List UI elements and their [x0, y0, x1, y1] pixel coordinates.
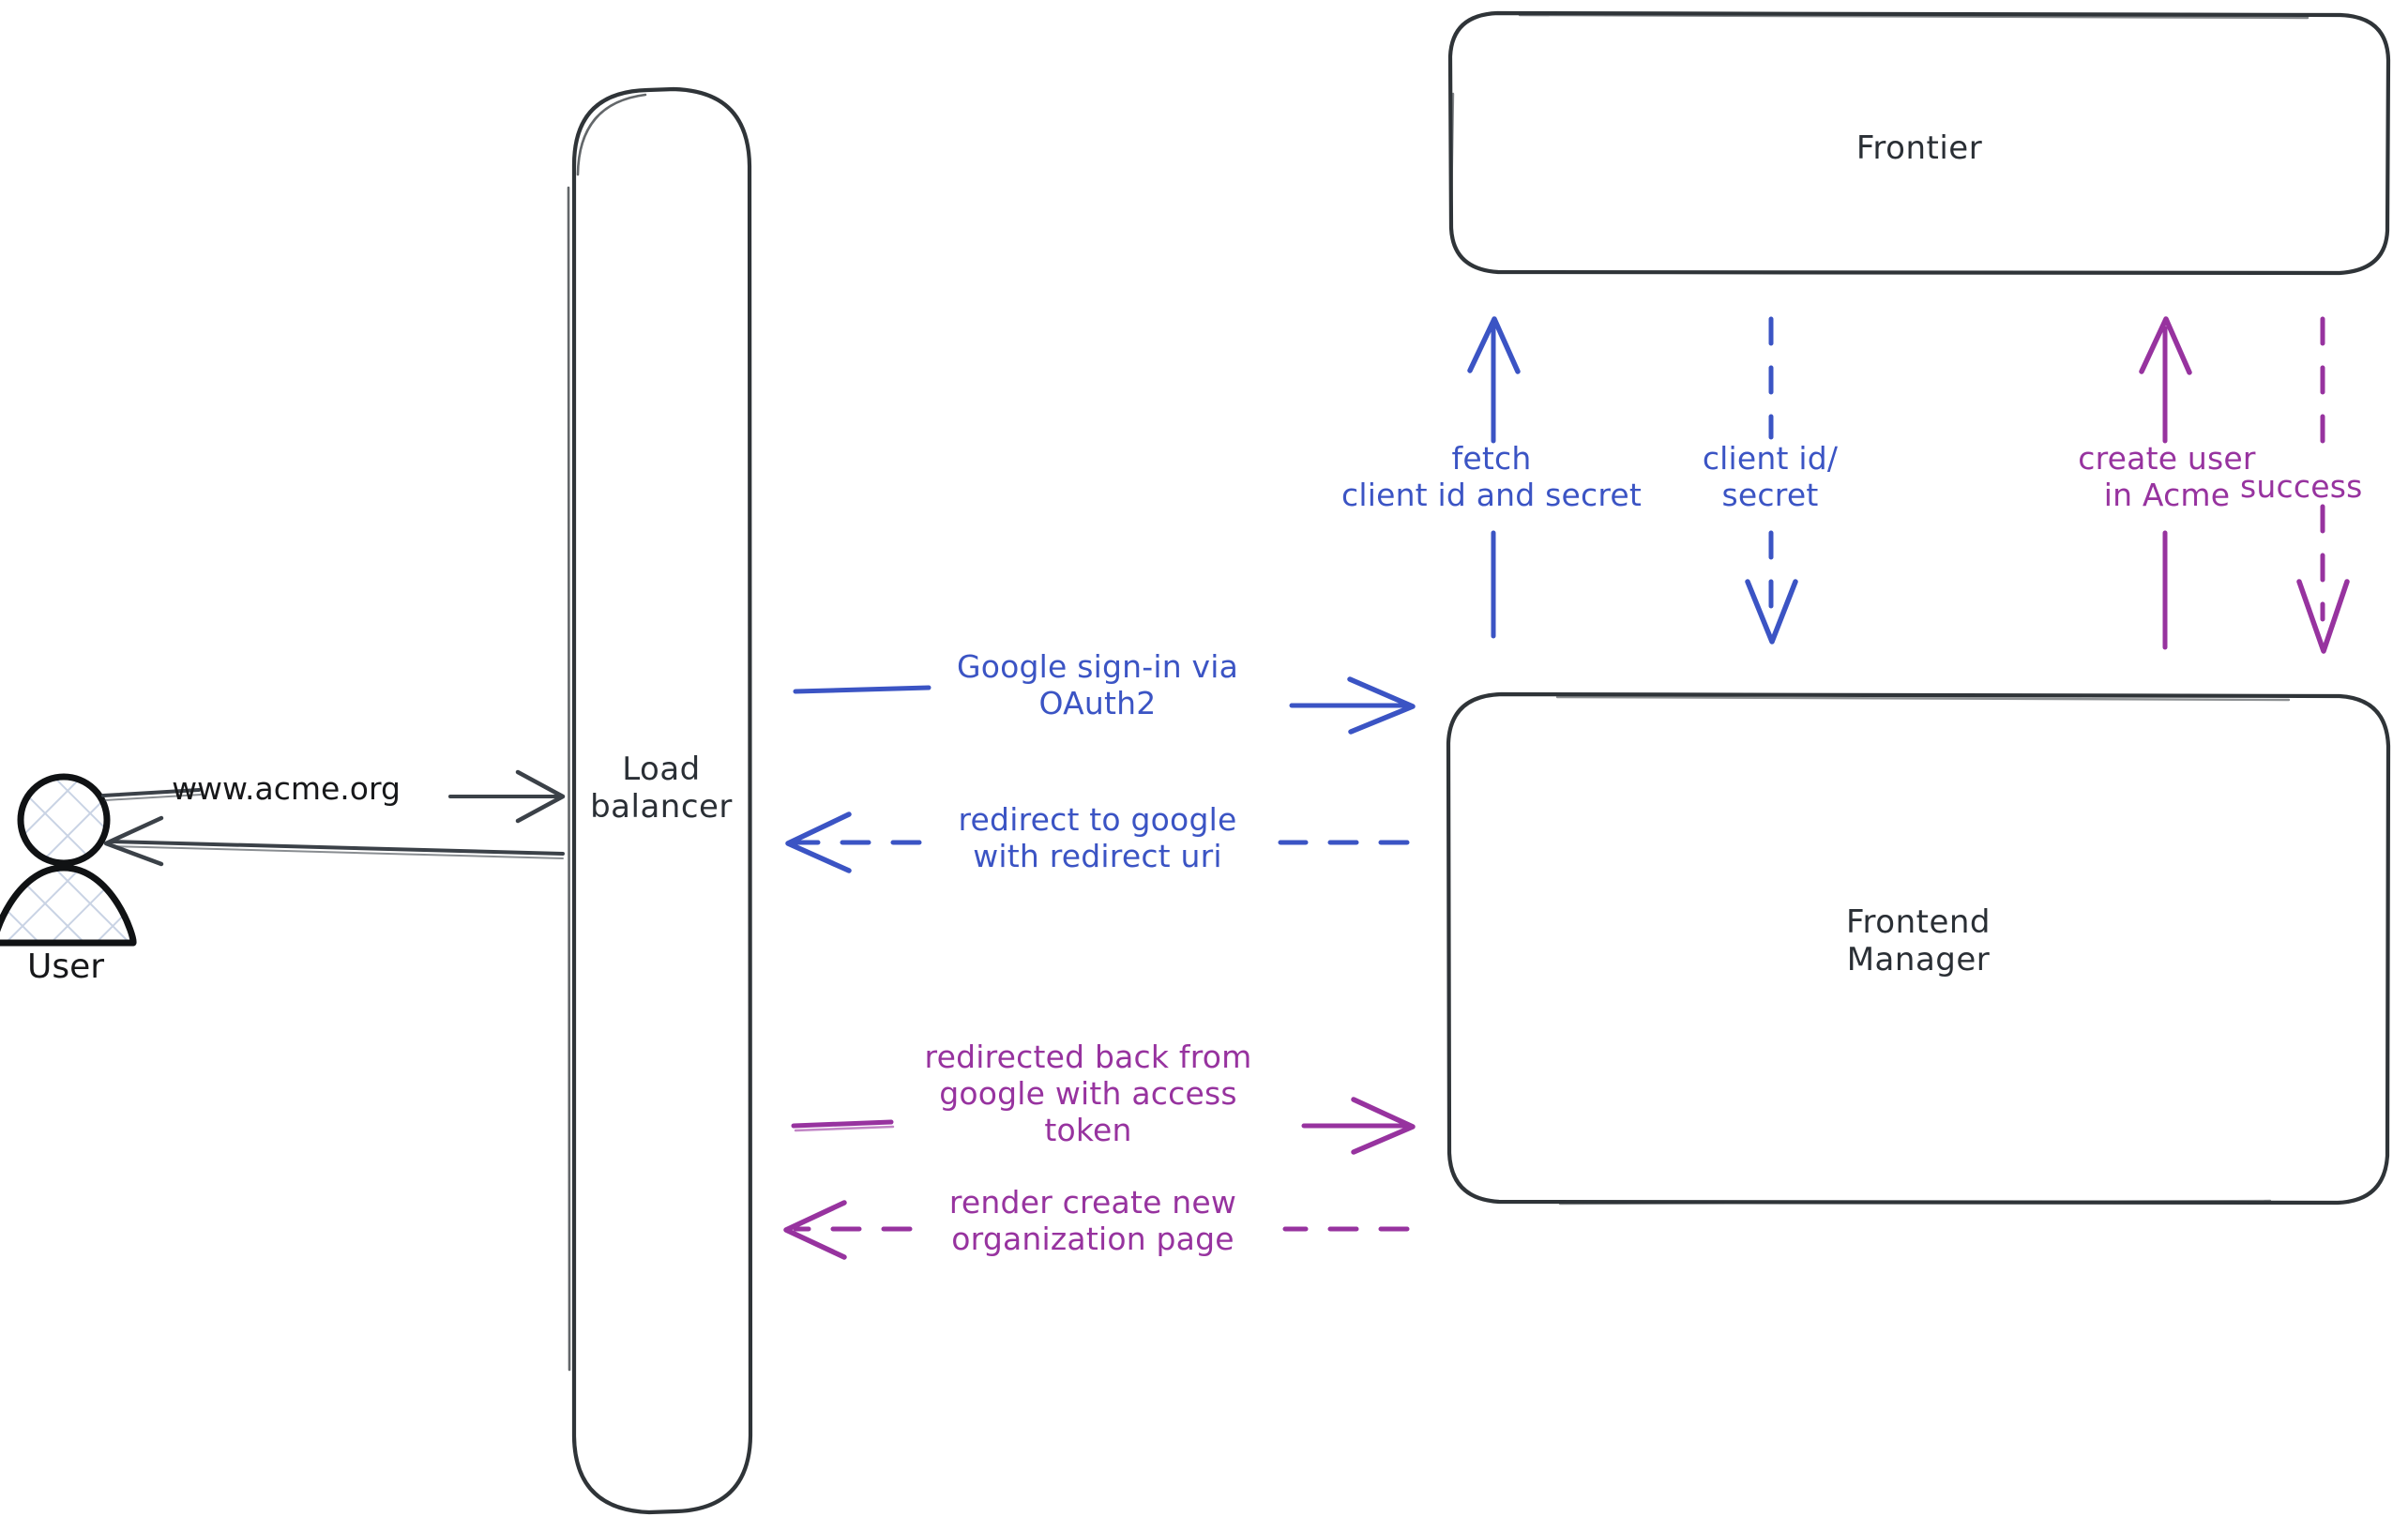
edge-render-create-org	[783, 1200, 1410, 1260]
actor-user-label: User	[26, 948, 105, 986]
edge-success	[2296, 316, 2350, 654]
node-frontier[interactable]	[1447, 10, 2391, 276]
edge-label-render-create-org: render create new organization page	[948, 1184, 1237, 1257]
edge-label-redirect-to-google: redirect to google with redirect uri	[958, 801, 1237, 874]
edge-label-create-user-in-acme: create user in Acme	[2078, 440, 2256, 513]
edge-label-success: success	[2240, 468, 2363, 505]
edge-label-google-signin: Google sign-in via OAuth2	[956, 648, 1239, 721]
node-frontend-manager-label: Frontend Manager	[1845, 903, 1992, 979]
edge-fetch-client-id-secret	[1467, 316, 1521, 639]
node-frontend-manager[interactable]	[1446, 691, 2391, 1206]
edge-create-user-in-acme	[2139, 316, 2192, 650]
edge-label-www-acme-org: www.acme.org	[172, 770, 401, 807]
edge-google-signin	[793, 676, 1416, 735]
edge-label-fetch-client-id-secret: fetch client id and secret	[1340, 440, 1643, 513]
edge-loadbalancer-to-user	[103, 815, 565, 867]
edge-redirected-back	[791, 1097, 1416, 1155]
node-frontier-label: Frontier	[1855, 129, 1983, 167]
node-loadbalancer-label: Load balancer	[590, 751, 733, 827]
edge-user-to-loadbalancer	[101, 769, 566, 824]
node-loadbalancer[interactable]	[567, 86, 753, 1515]
edge-redirect-to-google	[785, 812, 1410, 873]
actor-user[interactable]	[0, 773, 137, 947]
edge-label-redirected-back: redirected back from google with access …	[924, 1039, 1252, 1148]
edge-label-client-id-secret: client id/ secret	[1702, 440, 1839, 513]
edge-client-id-secret	[1745, 316, 1798, 645]
